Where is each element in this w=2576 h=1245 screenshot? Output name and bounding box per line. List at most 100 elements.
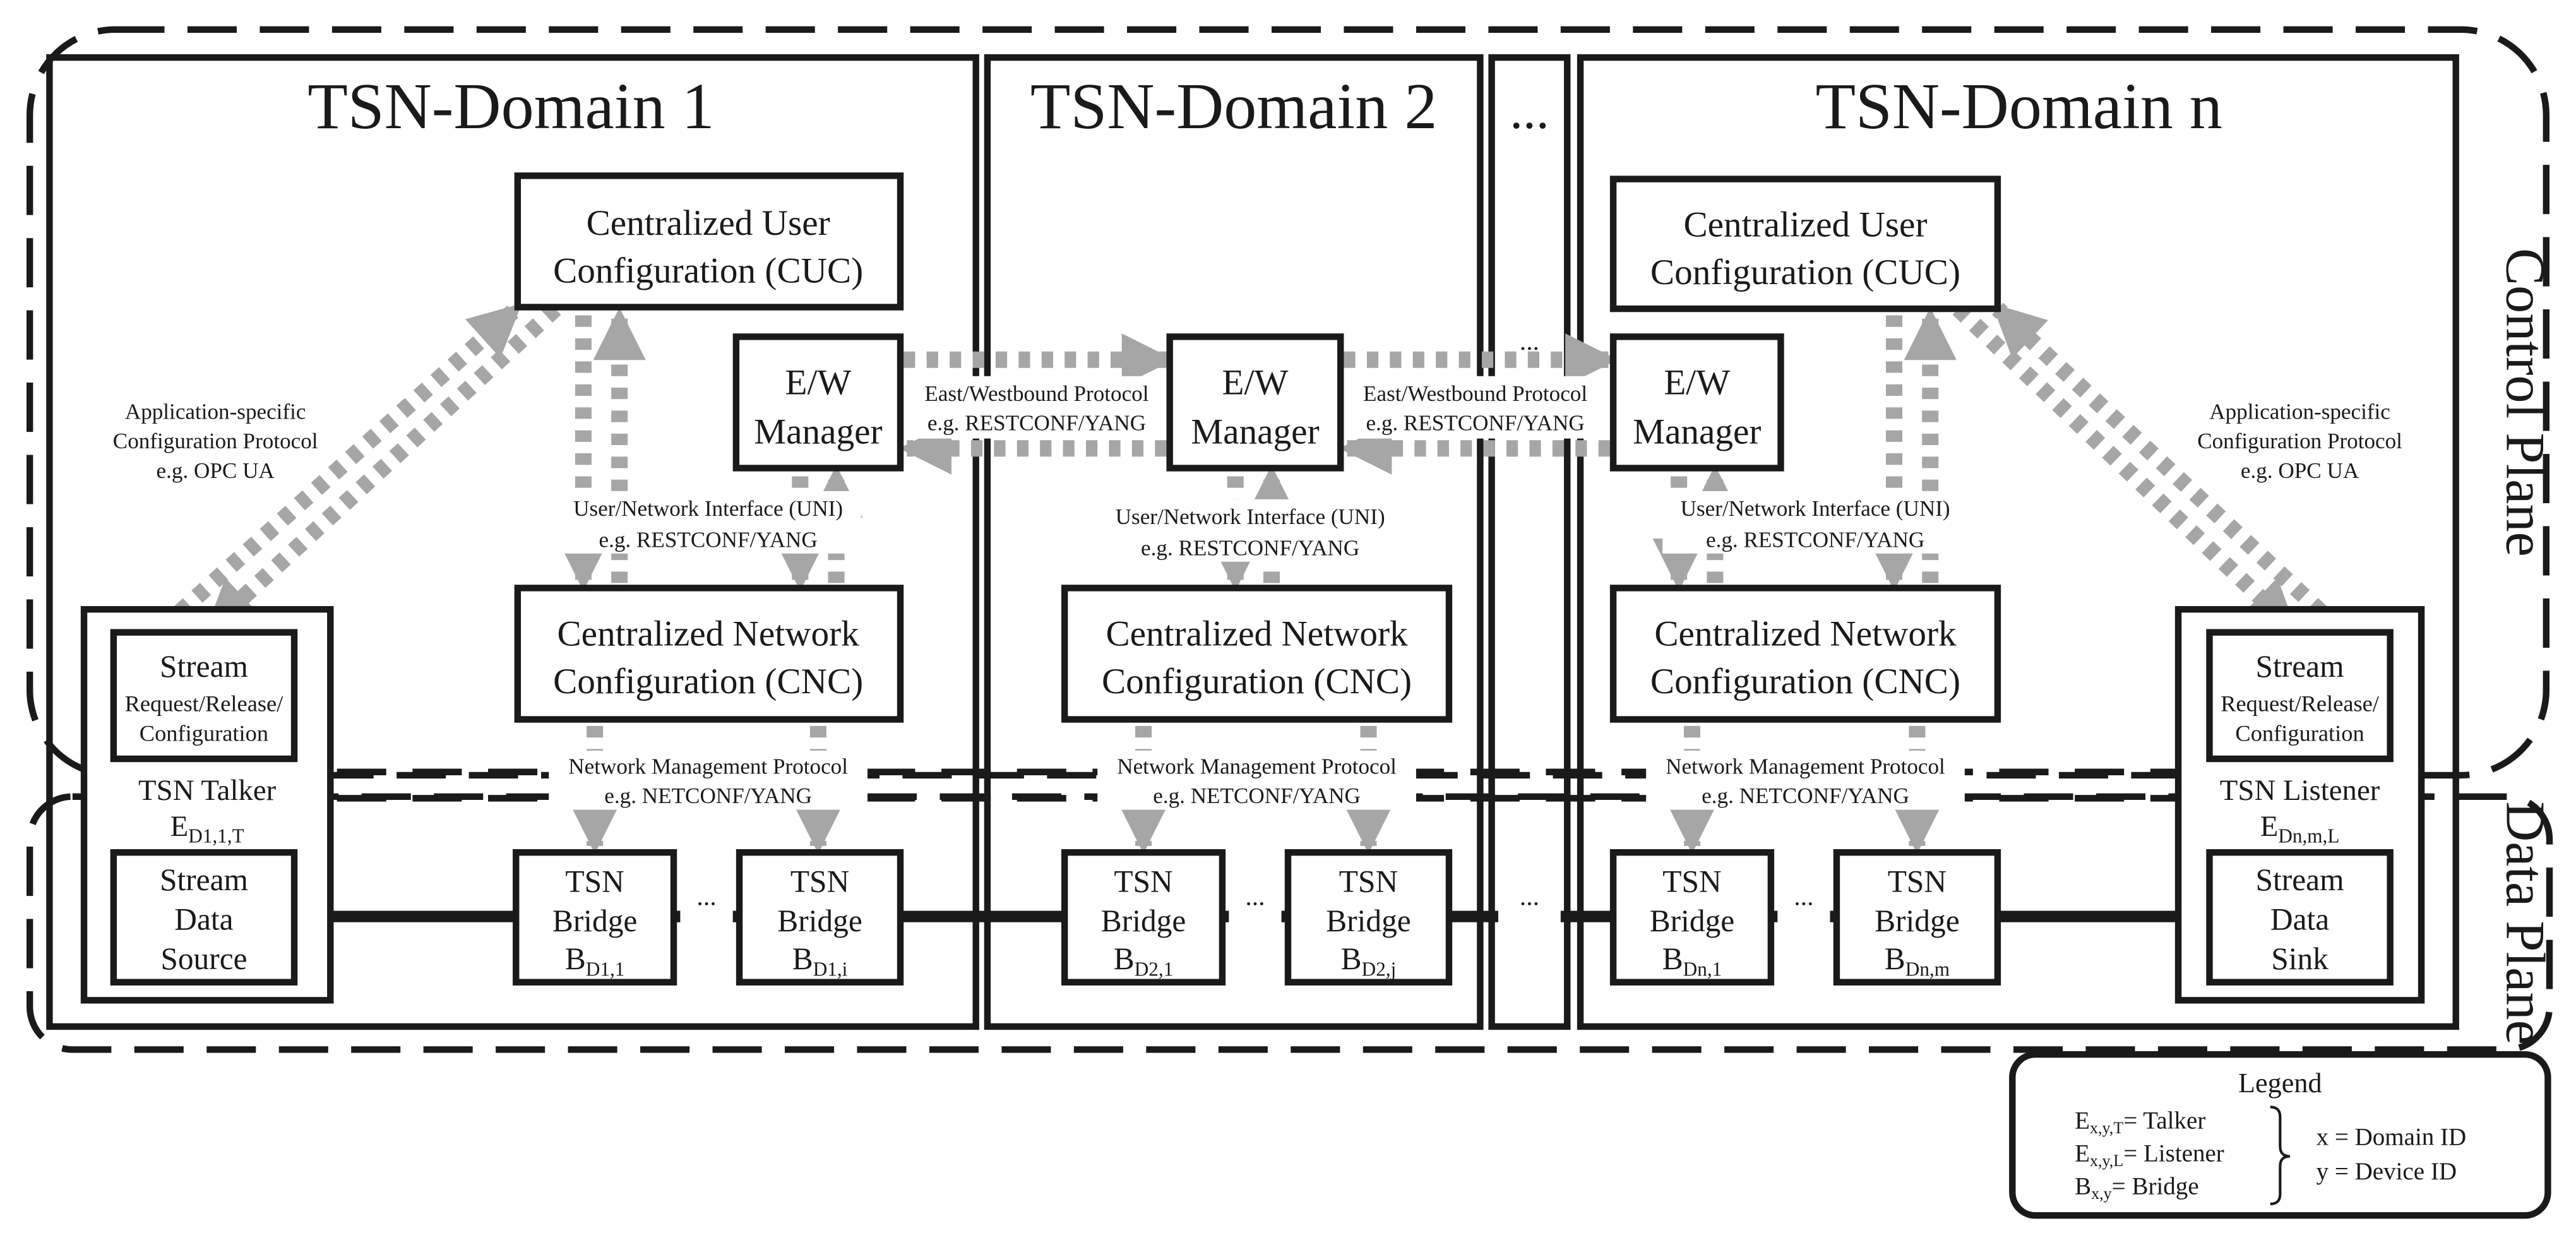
cnc-line1: Centralized Network [558,614,860,653]
bridge-id: BD1,i [792,941,848,980]
ew-protocol-label-d1-d2: East/Westbound Protocol e.g. RESTCONF/YA… [909,376,1165,439]
nm-label-d1: Network Management Protocol e.g. NETCONF… [549,750,868,810]
bridge-id: BD2,j [1341,941,1397,980]
domain-2-box [984,54,1484,1030]
legend-device-id: y = Device ID [2317,1158,2457,1185]
ew-protocol-line1: East/Westbound Protocol [1363,381,1587,406]
bridge-line1: TSN [1114,864,1172,899]
uni-label-d2: User/Network Interface (UNI) e.g. RESTCO… [1097,499,1404,562]
cnc-line2: Configuration (CNC) [1650,662,1960,701]
bridge-line2: Bridge [552,903,638,938]
ew-protocol-line1: East/Westbound Protocol [924,381,1148,406]
uni-line1: User/Network Interface (UNI) [1681,496,1950,521]
bridge-ellipsis-gap: ... [1520,882,1539,911]
bridge-ellipsis-dn: ... [1794,882,1813,911]
uni-line2: e.g. RESTCONF/YANG [599,527,818,552]
nm-label-d2: Network Management Protocol e.g. NETCONF… [1097,750,1416,810]
bridge-line1: TSN [1888,864,1947,899]
bridge-id: BDn,m [1885,941,1950,980]
bridge-dn-1: TSN Bridge BDn,1 [1609,849,1775,986]
sink-line1: Stream [2256,862,2344,897]
bridge-line1: TSN [565,864,624,899]
bridge-d2-1: TSN Bridge BD2,1 [1061,849,1226,986]
bridge-id: BD1,1 [565,941,625,980]
stream-request-line2: Request/Release/ [2221,691,2380,716]
legend: Legend Ex,y,T= Talker Ex,y,L= Listener B… [2009,1051,2551,1219]
cnc-line2: Configuration (CNC) [1102,662,1412,701]
bridge-line1: TSN [1339,864,1398,899]
bridge-id: BDn,1 [1662,941,1722,980]
legend-talker: Ex,y,T= Talker [2075,1107,2205,1137]
nm-line2: e.g. NETCONF/YANG [1702,783,1909,808]
cnc-box-d1: Centralized Network Configuration (CNC) [514,585,904,723]
legend-listener: Ex,y,L= Listener [2075,1140,2224,1170]
app-protocol-line2: Configuration Protocol [2197,429,2402,453]
sink-line3: Sink [2271,941,2329,976]
cuc-line1: Centralized User [1683,205,1927,245]
nm-line2: e.g. NETCONF/YANG [604,783,812,808]
control-plane-label: Control Plane [2494,248,2556,557]
domain-gap-box [1488,54,1571,1030]
ew-line2: Manager [1191,412,1319,451]
ew-line1: E/W [1222,362,1289,402]
uni-label-dn: User/Network Interface (UNI) e.g. RESTCO… [1662,491,1969,554]
cnc-line2: Configuration (CNC) [553,662,863,701]
domain-1-box [46,54,979,1030]
data-plane-label: Data Plane [2494,801,2556,1045]
ew-line2: Manager [754,412,882,451]
bridge-line2: Bridge [1101,903,1186,938]
domain-gap-ellipsis: ... [1510,82,1549,140]
app-protocol-line3: e.g. OPC UA [2241,458,2359,483]
bridge-line2: Bridge [1326,903,1411,938]
ew-protocol-label-d2-dn: East/Westbound Protocol e.g. RESTCONF/YA… [1347,376,1607,439]
listener-id: EDn,m,L [2260,810,2340,847]
source-line3: Source [160,941,247,976]
tsn-listener: Stream Request/Release/ Configuration TS… [2174,605,2425,1004]
ew-line1: E/W [1664,362,1730,402]
stream-request-line2: Request/Release/ [125,691,284,716]
nm-label-dn: Network Management Protocol e.g. NETCONF… [1646,750,1965,810]
bridge-d1-1: TSN Bridge BD1,1 [513,849,677,986]
ew-manager-d2: E/W Manager [1166,333,1344,472]
data-plane-boundary [26,793,2553,1053]
ew-line1: E/W [785,362,852,402]
nm-line1: Network Management Protocol [1666,754,1945,778]
cnc-box-dn: Centralized Network Configuration (CNC) [1609,585,2001,723]
uni-line2: e.g. RESTCONF/YANG [1706,527,1924,552]
sink-line2: Data [2270,902,2329,936]
cuc-line1: Centralized User [587,203,830,243]
domain-n-title: TSN-Domain n [1815,69,2222,143]
app-protocol-line2: Configuration Protocol [113,429,318,453]
tsn-talker: Stream Request/Release/ Configuration TS… [80,605,334,1004]
cnc-line1: Centralized Network [1106,614,1408,653]
bridge-line2: Bridge [1650,903,1735,938]
bridge-d2-j: TSN Bridge BD2,j [1284,849,1453,986]
bridge-d1-i: TSN Bridge BD1,i [736,849,904,986]
stream-request-line1: Stream [160,649,248,684]
ew-protocol-line2: e.g. RESTCONF/YANG [927,411,1146,436]
bridge-ellipsis-d2: ... [1245,882,1265,911]
uni-label-d1: User/Network Interface (UNI) e.g. RESTCO… [555,491,861,554]
ew-manager-dn: E/W Manager [1609,333,1784,472]
ew-protocol-line2: e.g. RESTCONF/YANG [1366,411,1584,436]
uni-line1: User/Network Interface (UNI) [1116,504,1385,529]
domain-1-title: TSN-Domain 1 [307,69,714,143]
talker-label: TSN Talker [138,774,277,807]
bridge-line1: TSN [790,864,849,899]
bridge-ellipsis-d1: ... [696,882,716,911]
ew-ellipsis: ... [1520,327,1539,356]
domain-2-title: TSN-Domain 2 [1030,69,1437,143]
cnc-line1: Centralized Network [1654,614,1957,653]
listener-label: TSN Listener [2220,774,2380,807]
legend-domain-id: x = Domain ID [2317,1123,2467,1150]
bridge-id: BD2,1 [1114,941,1174,980]
ew-manager-d1: E/W Manager [732,333,904,472]
ew-line2: Manager [1633,412,1761,451]
domain-n-box [1577,54,2459,1030]
talker-id: ED1,1,T [170,810,244,847]
bridge-dn-m: TSN Bridge BDn,m [1833,849,2001,986]
nm-line1: Network Management Protocol [1117,754,1397,778]
source-line2: Data [174,902,233,936]
legend-title: Legend [2238,1068,2322,1099]
